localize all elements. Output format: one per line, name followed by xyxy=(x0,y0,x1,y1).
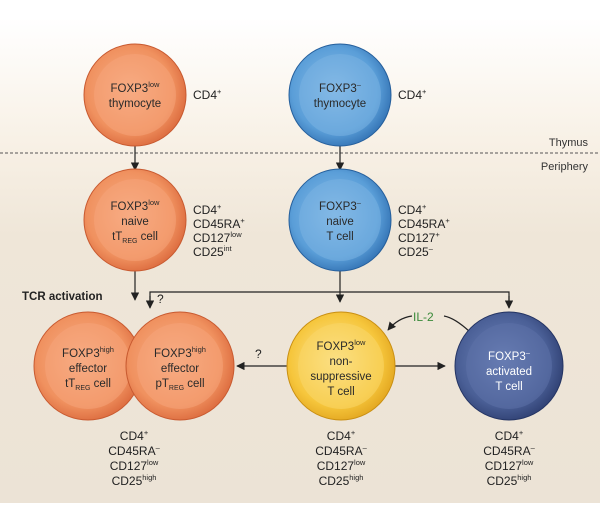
svg-text:thymocyte: thymocyte xyxy=(314,98,366,110)
svg-text:CD4+: CD4+ xyxy=(495,428,524,443)
svg-text:CD45RA–: CD45RA– xyxy=(108,443,160,458)
region-thymus: Thymus xyxy=(549,137,589,149)
cell-nonsuppressive: FOXP3low non- suppressive T cell xyxy=(286,311,396,421)
markers-effector: CD4+ CD45RA– CD127low CD25high xyxy=(108,428,160,488)
svg-text:CD25–: CD25– xyxy=(398,244,434,259)
question-mark-left: ? xyxy=(255,347,262,361)
cell-effector-ttreg: FOXP3high effector tTREG cell xyxy=(33,311,143,421)
svg-text:CD127+: CD127+ xyxy=(398,230,440,245)
cell-effector-ptreg: FOXP3high effector pTREG cell xyxy=(125,311,235,421)
il2-arc-right xyxy=(443,315,471,333)
svg-text:CD127low: CD127low xyxy=(485,458,534,473)
markers-nonsuppressive: CD4+ CD45RA– CD127low CD25high xyxy=(315,428,367,488)
svg-text:CD25high: CD25high xyxy=(112,473,157,488)
cell-foxp3neg-thymocyte: FOXP3– thymocyte xyxy=(288,43,392,147)
markers-naive-t: CD4+ CD45RA+ CD127+ CD25– xyxy=(398,202,450,259)
svg-text:FOXP3low: FOXP3low xyxy=(111,198,161,213)
svg-text:FOXP3high: FOXP3high xyxy=(154,345,206,360)
svg-text:CD25int: CD25int xyxy=(193,244,233,259)
svg-text:T cell: T cell xyxy=(327,386,354,398)
svg-text:naive: naive xyxy=(326,216,354,228)
svg-text:CD45RA+: CD45RA+ xyxy=(193,216,245,231)
svg-text:T cell: T cell xyxy=(495,381,522,393)
region-periphery: Periphery xyxy=(541,161,589,173)
cell-foxp3low-thymocyte: FOXP3low thymocyte xyxy=(83,43,187,147)
svg-text:CD45RA–: CD45RA– xyxy=(483,443,535,458)
svg-text:T cell: T cell xyxy=(326,231,353,243)
tcr-activation-label: TCR activation xyxy=(22,291,103,303)
svg-text:CD127low: CD127low xyxy=(110,458,159,473)
markers-foxp3neg-thymocyte: CD4+ xyxy=(398,87,427,102)
svg-text:FOXP3high: FOXP3high xyxy=(62,345,114,360)
svg-text:naive: naive xyxy=(121,216,149,228)
markers-foxp3low-thymocyte: CD4+ xyxy=(193,87,222,102)
svg-text:FOXP3–: FOXP3– xyxy=(319,80,362,95)
il2-label: IL-2 xyxy=(413,310,434,324)
il2-arc-left xyxy=(387,315,413,331)
svg-text:non-: non- xyxy=(329,356,352,368)
svg-text:activated: activated xyxy=(486,366,532,378)
svg-text:CD127low: CD127low xyxy=(317,458,366,473)
svg-text:suppressive: suppressive xyxy=(310,371,371,383)
question-mark-top: ? xyxy=(157,292,164,306)
markers-naive-ttreg: CD4+ CD45RA+ CD127low CD25int xyxy=(193,202,245,259)
cell-activated: FOXP3– activated T cell xyxy=(454,311,564,421)
svg-text:CD4+: CD4+ xyxy=(398,202,427,217)
svg-text:CD25high: CD25high xyxy=(319,473,364,488)
svg-text:CD4+: CD4+ xyxy=(120,428,149,443)
svg-text:thymocyte: thymocyte xyxy=(109,98,161,110)
svg-text:CD4+: CD4+ xyxy=(193,202,222,217)
svg-text:CD45RA+: CD45RA+ xyxy=(398,216,450,231)
svg-text:FOXP3low: FOXP3low xyxy=(111,80,161,95)
markers-activated: CD4+ CD45RA– CD127low CD25high xyxy=(483,428,535,488)
svg-text:FOXP3–: FOXP3– xyxy=(319,198,362,213)
cell-naive-ttreg: FOXP3low naive tTREG cell xyxy=(83,168,187,272)
svg-text:CD25high: CD25high xyxy=(487,473,532,488)
svg-text:FOXP3–: FOXP3– xyxy=(488,348,531,363)
svg-text:pTREG cell: pTREG cell xyxy=(155,378,204,392)
svg-text:CD4+: CD4+ xyxy=(327,428,356,443)
svg-text:FOXP3low: FOXP3low xyxy=(317,338,367,353)
svg-text:tTREG cell: tTREG cell xyxy=(65,378,111,392)
svg-text:effector: effector xyxy=(69,363,107,375)
svg-text:CD45RA–: CD45RA– xyxy=(315,443,367,458)
svg-text:tTREG cell: tTREG cell xyxy=(112,231,158,245)
cell-naive-t: FOXP3– naive T cell xyxy=(288,168,392,272)
svg-text:CD127low: CD127low xyxy=(193,230,242,245)
svg-text:effector: effector xyxy=(161,363,199,375)
